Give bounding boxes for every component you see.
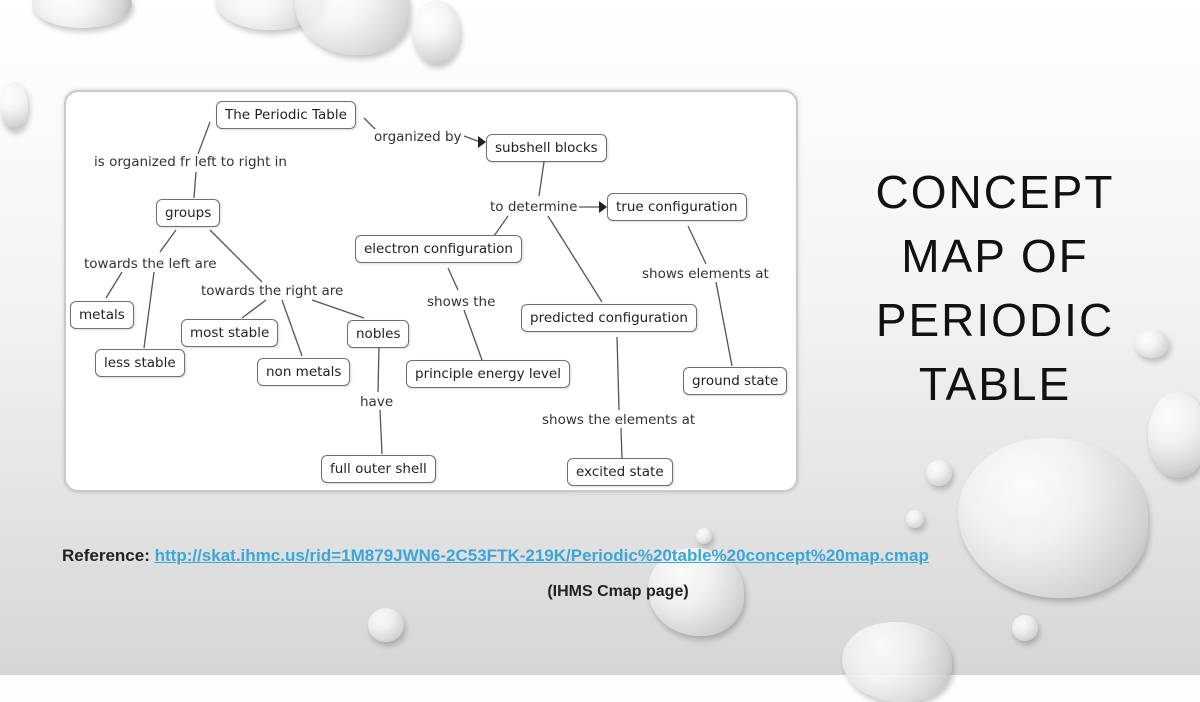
link-have: have: [358, 394, 396, 410]
link-organized-left-right: is organized fr left to right in: [92, 154, 289, 170]
water-drop-decoration: [1148, 392, 1200, 478]
link-organized-by: organized by: [372, 129, 464, 145]
node-true-configuration: true configuration: [607, 193, 747, 221]
concept-map-image: The Periodic Table organized by subshell…: [64, 90, 798, 492]
water-drop-decoration: [32, 0, 132, 28]
title-line: TABLE: [918, 358, 1072, 410]
water-drop-decoration: [1012, 615, 1038, 641]
node-less-stable: less stable: [95, 349, 185, 377]
node-subshell-blocks: subshell blocks: [486, 134, 607, 162]
slide-title: CONCEPT MAP OF PERIODIC TABLE: [860, 160, 1130, 416]
water-drop-decoration: [0, 82, 28, 130]
water-drop-decoration: [926, 460, 952, 486]
node-non-metals: non metals: [257, 358, 351, 386]
node-excited-state: excited state: [567, 458, 673, 486]
title-line: PERIODIC: [875, 294, 1115, 346]
reference-caption: (IHMS Cmap page): [547, 583, 689, 600]
water-drop-decoration: [842, 622, 952, 702]
node-ground-state: ground state: [683, 367, 788, 395]
link-shows-elements-at: shows elements at: [640, 266, 771, 282]
water-drop-decoration: [648, 548, 744, 636]
link-shows-the-elements-at: shows the elements at: [540, 412, 698, 428]
node-principle-energy-level: principle energy level: [406, 360, 570, 388]
node-full-outer-shell: full outer shell: [321, 455, 436, 483]
title-line: MAP OF: [901, 230, 1089, 282]
reference-line: Reference: http://skat.ihmc.us/rid=1M879…: [62, 546, 929, 566]
water-drop-decoration: [412, 0, 460, 64]
water-drop-decoration: [958, 438, 1148, 598]
water-drop-decoration: [696, 528, 712, 544]
node-nobles: nobles: [347, 320, 410, 348]
water-drop-decoration: [368, 608, 404, 642]
node-metals: metals: [70, 301, 134, 329]
node-groups: groups: [156, 199, 221, 227]
node-predicted-configuration: predicted configuration: [521, 304, 697, 332]
water-drop-decoration: [906, 510, 924, 528]
link-to-determine: to determine: [488, 199, 580, 215]
node-electron-configuration: electron configuration: [355, 235, 522, 263]
node-most-stable: most stable: [181, 319, 279, 347]
reference-label: Reference:: [62, 546, 150, 565]
title-line: CONCEPT: [875, 166, 1115, 218]
link-shows-the: shows the: [425, 294, 498, 310]
link-towards-the-left: towards the left are: [82, 256, 219, 272]
reference-link[interactable]: http://skat.ihmc.us/rid=1M879JWN6-2C53FT…: [154, 546, 929, 565]
node-the-periodic-table: The Periodic Table: [216, 101, 356, 129]
link-towards-the-right: towards the right are: [199, 283, 346, 299]
concept-map-connectors: [105, 117, 733, 459]
water-drop-decoration: [295, 0, 410, 55]
water-drop-decoration: [1135, 330, 1169, 358]
